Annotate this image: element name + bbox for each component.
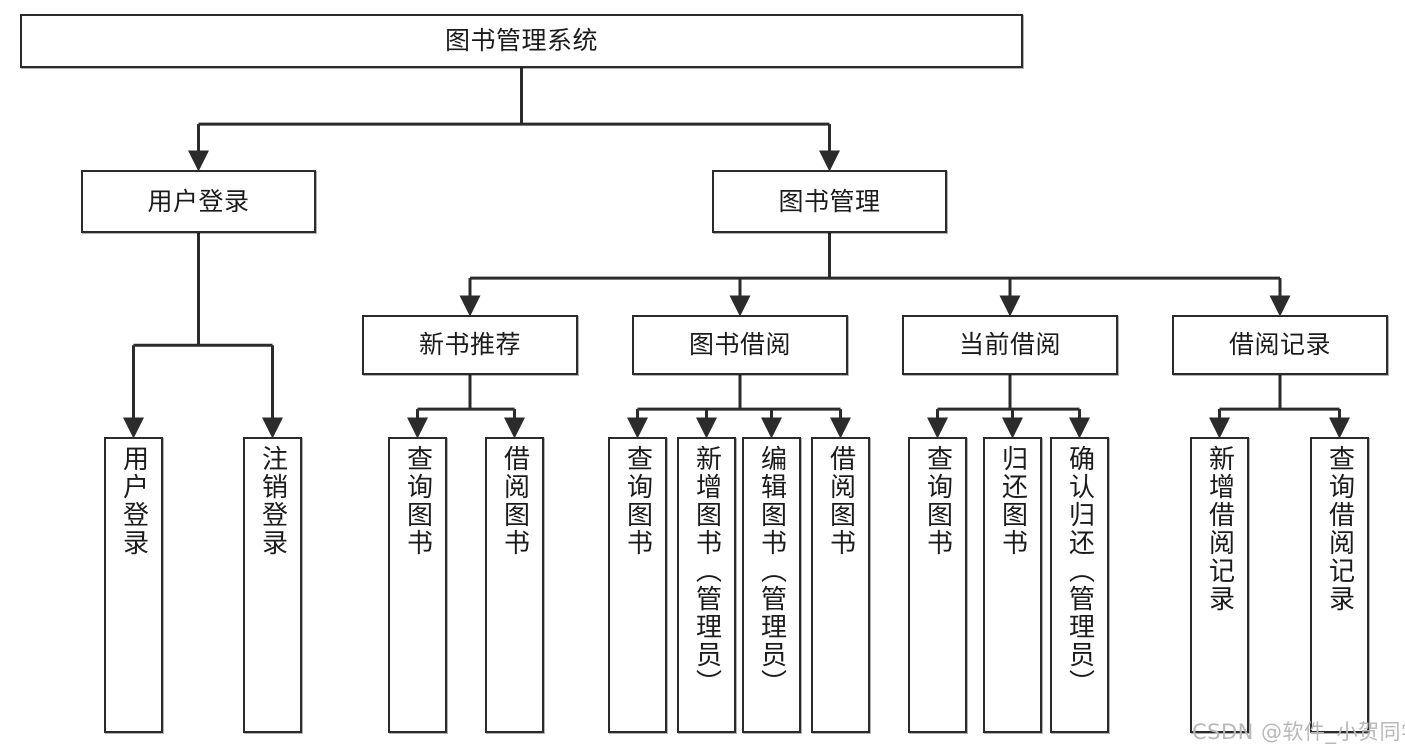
node-login[interactable]: 用户登录 — [81, 170, 316, 233]
node-label: 查询借阅记录 — [1324, 445, 1355, 613]
node-label: 图书管理系统 — [444, 26, 598, 56]
node-label: 查询图书 — [922, 445, 953, 557]
node-borrow[interactable]: 图书借阅 — [632, 315, 848, 375]
node-label: 编辑图书（管理员） — [756, 445, 787, 697]
node-label: 新增借阅记录 — [1204, 445, 1235, 613]
node-label: 图书借阅 — [688, 330, 791, 360]
node-label: 查询图书 — [622, 445, 653, 557]
node-leaf-bw-borrow[interactable]: 借阅图书 — [811, 437, 870, 733]
node-label: 用户登录 — [147, 186, 250, 216]
node-leaf-bw-add[interactable]: 新增图书（管理员） — [677, 437, 736, 733]
node-current[interactable]: 当前借阅 — [902, 315, 1118, 375]
node-label: 新增图书（管理员） — [691, 445, 722, 697]
node-label: 借阅图书 — [825, 445, 856, 557]
node-label: 归还图书 — [997, 445, 1028, 557]
node-label: 查询图书 — [402, 445, 433, 557]
node-leaf-bw-edit[interactable]: 编辑图书（管理员） — [742, 437, 801, 733]
node-records[interactable]: 借阅记录 — [1172, 315, 1388, 375]
node-newbook[interactable]: 新书推荐 — [362, 315, 578, 375]
node-leaf-user-login[interactable]: 用户登录 — [104, 437, 163, 733]
node-leaf-cur-return[interactable]: 归还图书 — [983, 437, 1042, 733]
node-label: 借阅图书 — [499, 445, 530, 557]
node-leaf-rec-add[interactable]: 新增借阅记录 — [1190, 437, 1249, 733]
node-label: 用户登录 — [118, 445, 149, 557]
node-leaf-user-logout[interactable]: 注销登录 — [243, 437, 302, 733]
node-leaf-bw-query[interactable]: 查询图书 — [608, 437, 667, 733]
node-label: 新书推荐 — [418, 330, 521, 360]
node-label: 借阅记录 — [1228, 330, 1331, 360]
node-leaf-cur-query[interactable]: 查询图书 — [908, 437, 967, 733]
node-root[interactable]: 图书管理系统 — [20, 14, 1023, 68]
node-label: 注销登录 — [257, 445, 288, 557]
node-leaf-nb-borrow[interactable]: 借阅图书 — [485, 437, 544, 733]
node-label: 确认归还（管理员） — [1064, 445, 1095, 697]
node-leaf-nb-query[interactable]: 查询图书 — [388, 437, 447, 733]
node-label: 当前借阅 — [958, 330, 1061, 360]
node-bookmgmt[interactable]: 图书管理 — [712, 170, 947, 233]
node-label: 图书管理 — [778, 186, 881, 216]
node-leaf-rec-query[interactable]: 查询借阅记录 — [1310, 437, 1369, 733]
csdn-watermark: CSDN @软件_小贺同学 — [1192, 720, 1405, 744]
node-leaf-cur-confirm[interactable]: 确认归还（管理员） — [1050, 437, 1109, 733]
